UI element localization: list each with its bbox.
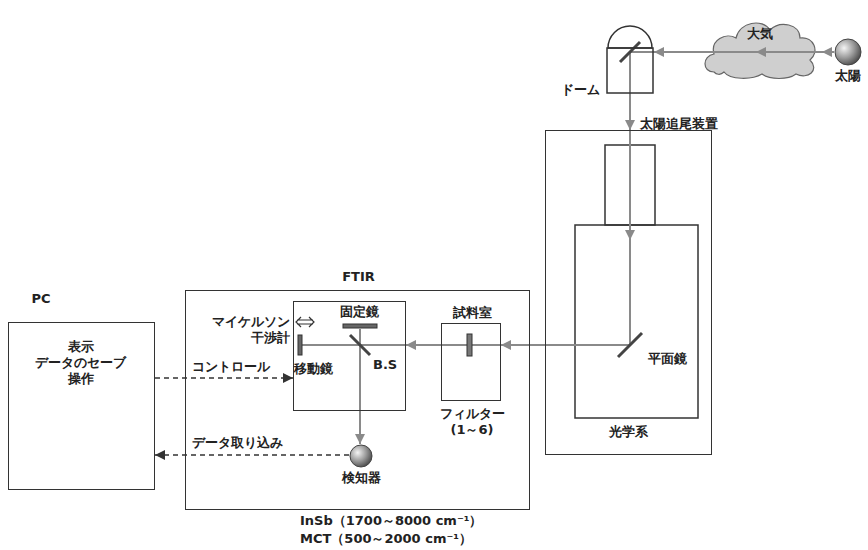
plane-mirror	[618, 333, 642, 357]
detector-range: MCT（500～2000 cm⁻¹）	[300, 531, 472, 547]
filter-plate	[467, 334, 472, 356]
pc-box: PC表示 データのセーブ 操作	[8, 322, 155, 490]
cloud-shape	[705, 23, 815, 78]
node-label: 太陽	[828, 68, 868, 84]
sun-circle-outline	[834, 38, 862, 66]
light-ray	[359, 345, 361, 410]
connector-label: コントロール	[190, 359, 272, 375]
node-label: マイケルソン 干渉計	[204, 314, 290, 346]
node-label: ドーム	[540, 82, 600, 98]
sun-circle: 太陽	[834, 38, 862, 66]
ray-arrowhead	[625, 230, 635, 240]
signal-line	[155, 454, 349, 455]
mirror-label: 移動鏡	[294, 361, 333, 377]
dome-cap	[608, 26, 652, 48]
connector-label: データ取り込み	[190, 435, 285, 451]
node-sublabel: フィルター (1～6)	[422, 406, 522, 438]
node-label: 試料室	[442, 305, 502, 321]
detector-circle: 検知器	[349, 444, 373, 468]
light-path	[359, 411, 361, 444]
light-ray	[302, 344, 405, 346]
light-path	[629, 94, 631, 130]
mirror-label: 平面鏡	[648, 351, 687, 367]
atmosphere-cloud-outline	[700, 14, 822, 80]
light-ray	[545, 130, 630, 345]
node-label: FTIR	[186, 269, 531, 285]
splitter-label: B.S	[373, 357, 397, 373]
fixed-mirror	[343, 324, 377, 328]
sun-tracker-dome-outline	[606, 22, 654, 94]
tracker-mirror	[620, 42, 640, 62]
mirror-label: 固定鏡	[340, 304, 379, 320]
signal-line	[155, 377, 293, 378]
node-sublabel: 太陽追尾装置	[640, 116, 760, 132]
node-label: PC	[9, 291, 73, 307]
sphere	[350, 445, 372, 467]
light-path	[654, 51, 700, 53]
light-ray	[630, 52, 654, 94]
ray-arrowhead	[756, 47, 766, 57]
optics-box: 光学系	[545, 130, 712, 455]
atmosphere-cloud: 大気	[700, 14, 822, 80]
detector-circle-outline	[349, 444, 373, 468]
node-label: 光学系	[546, 424, 710, 440]
node-sublabel: 表示 データのセーブ 操作	[9, 339, 152, 387]
node-label: 検知器	[331, 470, 391, 486]
moving-mirror	[298, 335, 302, 355]
detector-range: InSb（1700～8000 cm⁻¹）	[300, 513, 482, 529]
motion-arrow	[296, 317, 314, 327]
sample-chamber-box: 試料室フィルター (1～6)	[441, 323, 501, 401]
sphere	[835, 39, 861, 65]
light-path	[406, 344, 441, 346]
ftir-box: FTIRマイケルソン 干渉計試料室フィルター (1～6)検知器	[185, 290, 530, 510]
node-label: 大気	[740, 26, 780, 42]
sun-tracker-dome: ドーム太陽追尾装置	[606, 22, 654, 94]
light-ray	[700, 51, 822, 53]
beam-splitter	[350, 335, 370, 355]
light-path	[822, 51, 834, 53]
interferometer-box: マイケルソン 干渉計	[293, 301, 406, 411]
telescope-lower	[575, 225, 698, 418]
light-path	[501, 344, 545, 346]
dome-base	[607, 48, 653, 93]
